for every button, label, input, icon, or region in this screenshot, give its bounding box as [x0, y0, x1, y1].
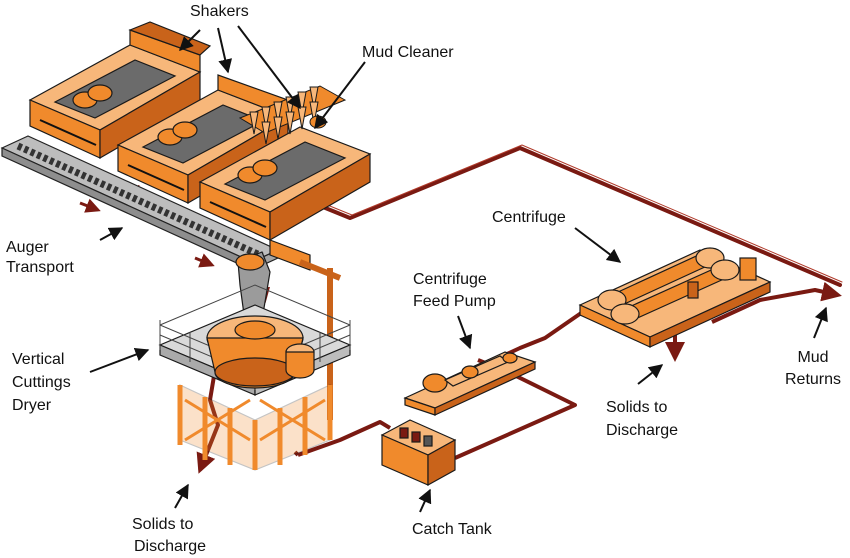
arrow-centrifuge [574, 227, 622, 263]
label-dryer-line-1: Vertical [12, 351, 65, 368]
dryer-to-catch-tank-pipe [293, 420, 392, 457]
label-feed-pump-line-1: Centrifuge [413, 271, 487, 288]
mud-return-pipe [316, 144, 843, 287]
label-auger-line-1: Auger [6, 239, 49, 256]
centrifuge-feed-pump [403, 351, 537, 416]
label-dryer-line-3: Dryer [12, 397, 52, 414]
label-mud-cleaner: Mud Cleaner [362, 44, 454, 61]
label-catch-tank: Catch Tank [412, 521, 492, 538]
label-mud-returns-line-1: Mud [797, 349, 829, 366]
vertical-cuttings-dryer [158, 239, 352, 471]
shaker-1 [28, 21, 212, 160]
label-solids-right-line-2: Discharge [606, 422, 679, 439]
arrow-solids-left [174, 483, 189, 509]
arrow-dryer [89, 347, 150, 373]
label-auger-line-2: Transport [6, 259, 74, 276]
label-shakers: Shakers [190, 3, 249, 20]
label-feed-pump-line-2: Feed Pump [413, 293, 496, 310]
dryer-solids-pipe [196, 369, 220, 474]
centrifuge [578, 247, 772, 348]
arrow-auger [99, 227, 124, 241]
label-solids-left-line-2: Discharge [134, 538, 207, 555]
shaker-3 [198, 126, 372, 242]
arrow-solids-right [637, 364, 664, 385]
arrow-catch-tank [418, 488, 432, 513]
arrow-shakers-2 [217, 27, 233, 74]
arrow-shakers-3 [237, 25, 301, 110]
label-centrifuge: Centrifuge [492, 209, 566, 226]
label-dryer-line-2: Cuttings [12, 374, 71, 391]
arrow-shakers-1 [179, 29, 201, 51]
arrow-mud-cleaner [314, 61, 366, 130]
label-solids-left-line-1: Solids to [132, 516, 194, 533]
arrow-mud-returns [813, 306, 828, 339]
label-mud-returns-line-2: Returns [784, 371, 842, 388]
centrifuge-return-pipe [711, 281, 842, 324]
arrow-feed-pump [457, 315, 473, 350]
callout-arrows [89, 25, 828, 513]
catch-tank [380, 419, 457, 487]
label-solids-right-line-1: Solids to [606, 399, 668, 416]
